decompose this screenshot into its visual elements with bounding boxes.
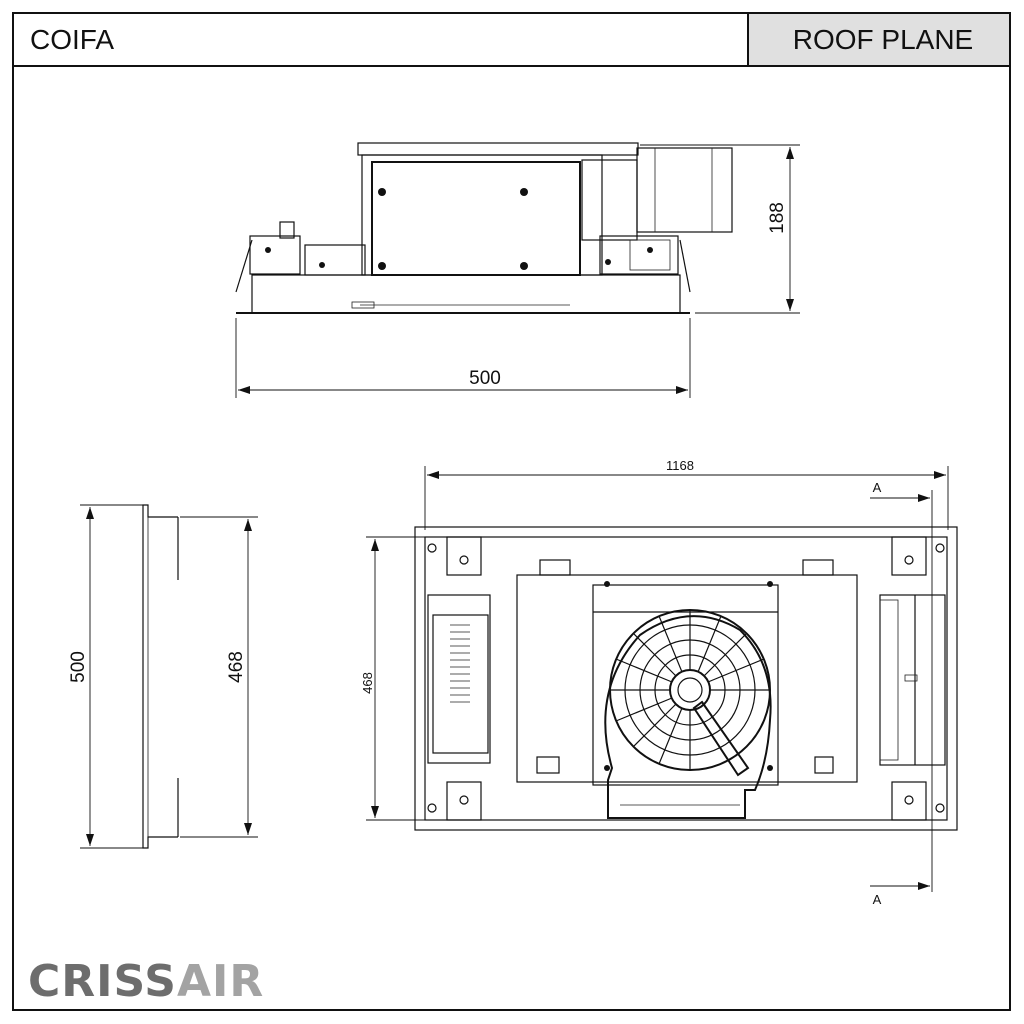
dim-side-inner: 468: [226, 651, 247, 683]
crissair-logo: CRISSAIR: [28, 956, 264, 1007]
section-marker-top: A: [873, 480, 882, 495]
front-dimensions: 500 188: [235, 144, 800, 398]
view-label: ROOF PLANE: [793, 24, 973, 55]
dim-front-width: 500: [469, 368, 501, 389]
sheet-border: [12, 12, 1011, 1011]
logo-part-light: AIR: [177, 956, 264, 1007]
title-block: COIFA ROOF PLANE: [12, 12, 1011, 1011]
filter-rail: [879, 594, 946, 766]
drawing-title: COIFA: [30, 24, 114, 55]
dim-side-overall: 500: [68, 651, 89, 683]
dim-plan-length: 1168: [666, 458, 694, 473]
fan-housing: [516, 574, 858, 819]
section-marker-bottom: A: [873, 892, 882, 907]
side-view: [142, 504, 179, 849]
view-label-cell: [748, 14, 1009, 66]
plan-dimensions: 1168 468 A A: [360, 458, 949, 907]
side-dimensions: 500 468: [68, 504, 258, 849]
dim-front-height: 188: [767, 202, 788, 234]
dim-plan-width: 468: [360, 672, 375, 694]
electrical-box: [427, 594, 491, 764]
front-elevation-view: [235, 142, 733, 314]
logo-part-dark: CRISS: [28, 956, 177, 1007]
plan-view: [414, 526, 958, 831]
